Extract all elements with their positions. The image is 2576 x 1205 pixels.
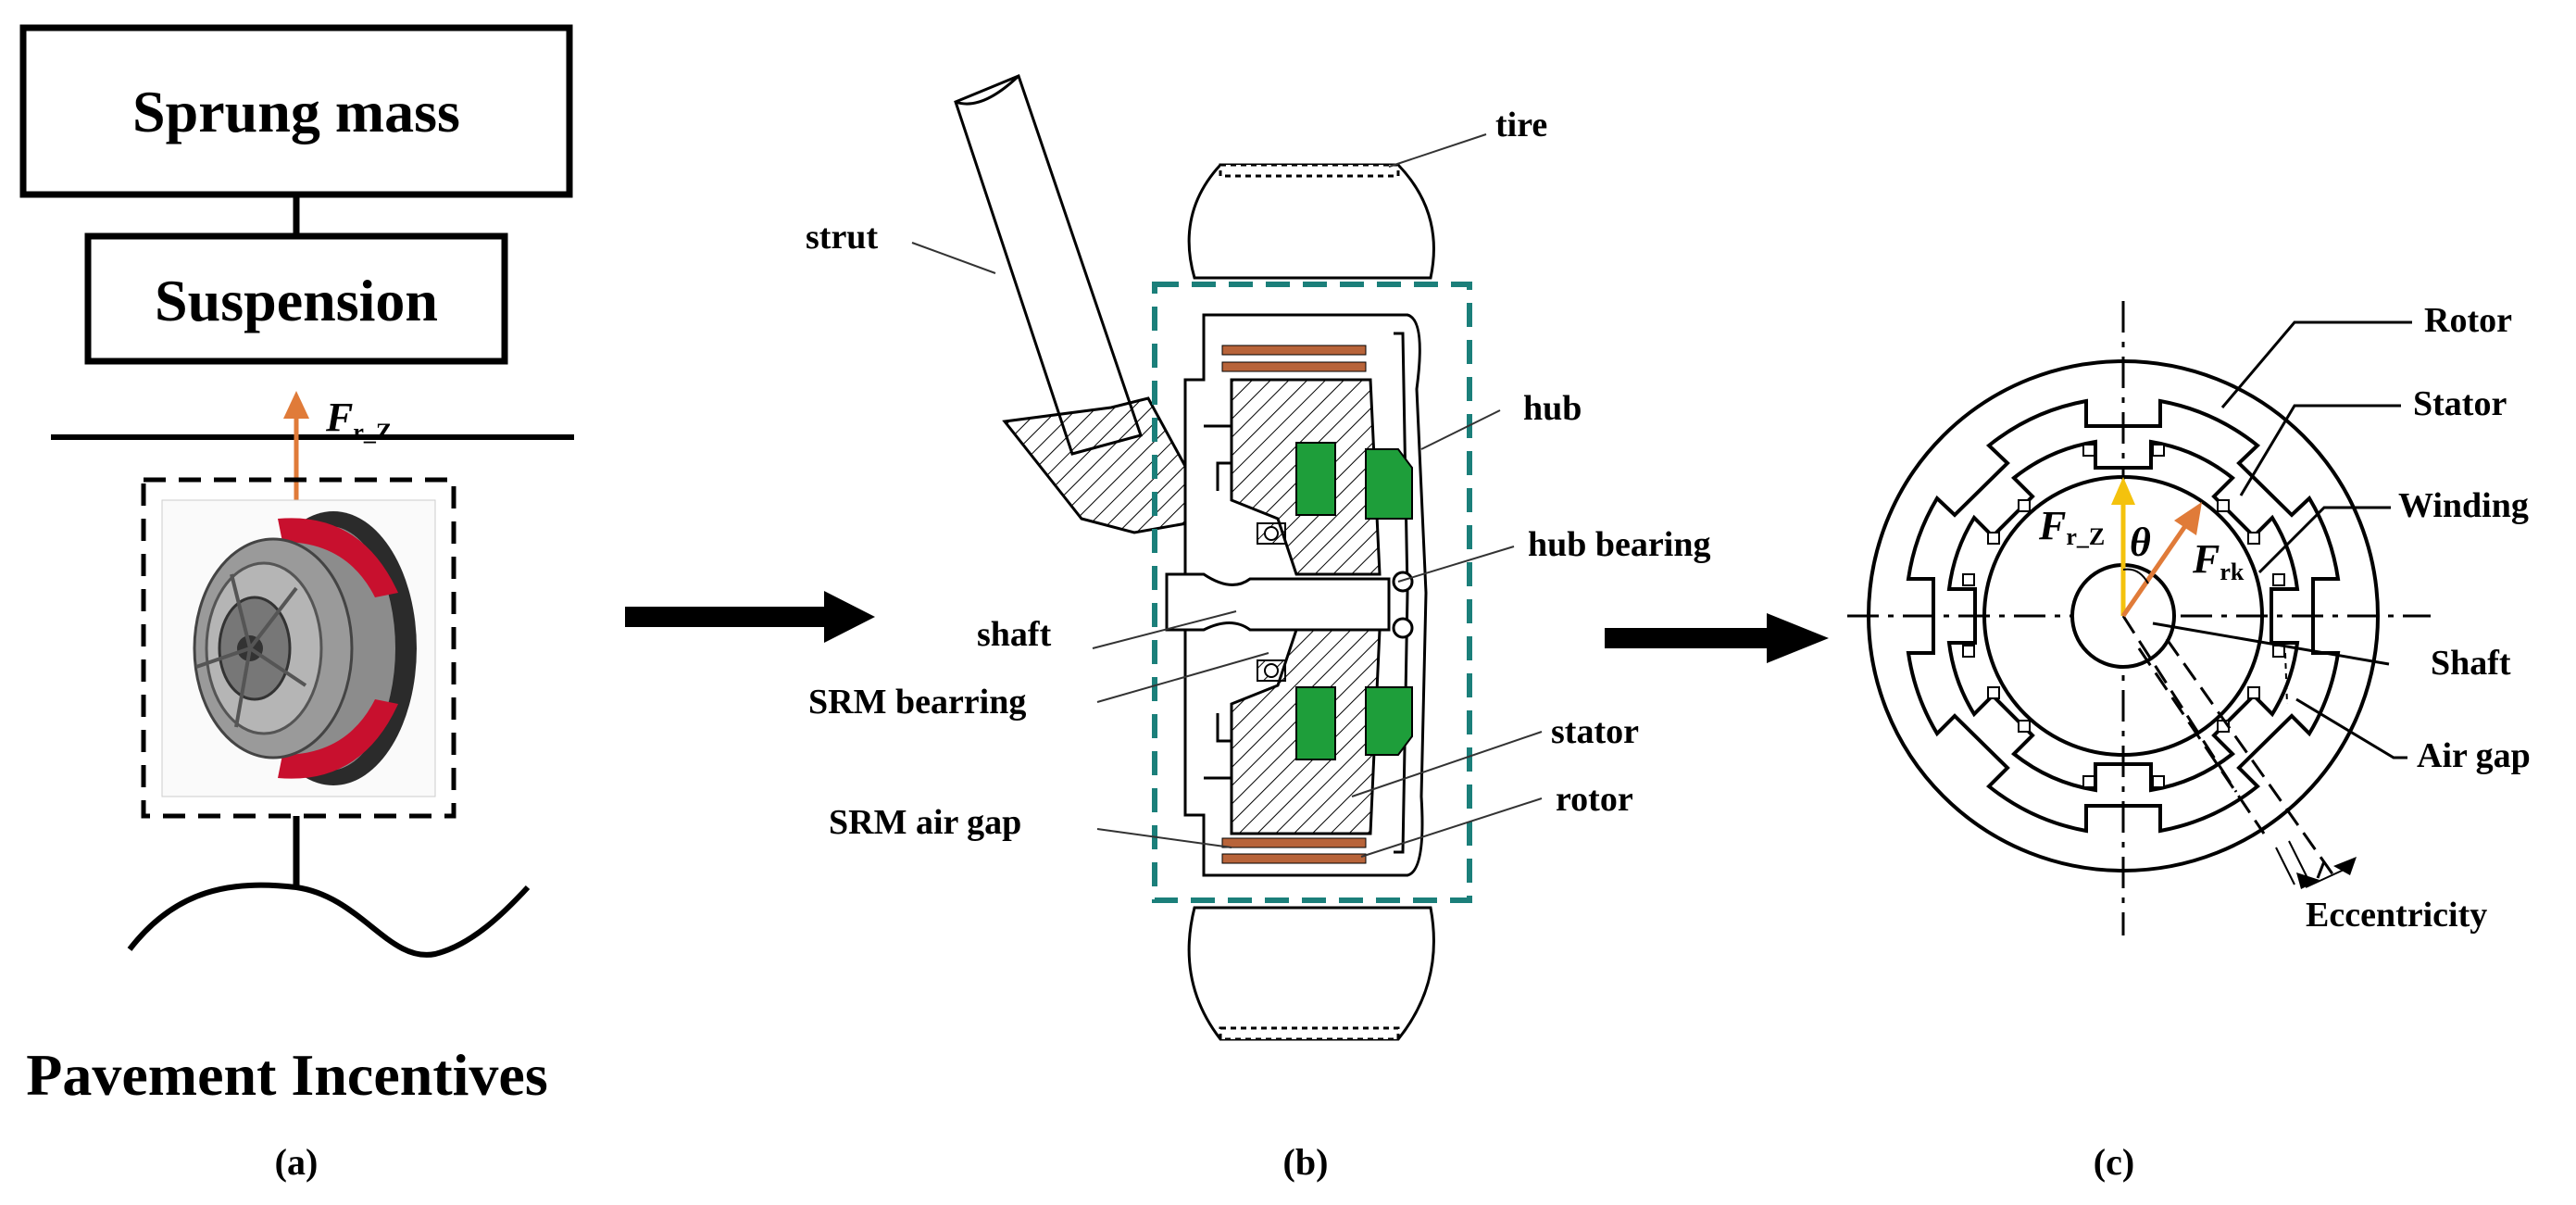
label-rotor-c: Rotor: [2424, 301, 2512, 340]
strut-knuckle: [1002, 396, 1216, 534]
caption-a: (a): [275, 1141, 319, 1183]
force-k-label: Frk: [2192, 536, 2245, 585]
ecc-arrow-right: [2333, 857, 2357, 875]
hub-bearing-bottom: [1392, 617, 1414, 639]
winding-bottom-right: [1365, 686, 1413, 756]
force-label-a: Fr_Z: [325, 395, 392, 446]
sprung-mass-box: [19, 24, 573, 198]
pavement-label: Pavement Incentives: [26, 1042, 547, 1108]
label-stator-c: Stator: [2413, 384, 2507, 423]
eccentric-line-2: [2137, 647, 2266, 835]
in-wheel-motor-image: [161, 499, 436, 797]
suspension-box: [84, 232, 508, 365]
stator-contour: [1946, 439, 2300, 793]
rotor-top-bar-2: [1221, 361, 1367, 372]
winding-marks: [1962, 444, 2285, 788]
hub-bearing-top: [1392, 571, 1414, 593]
label-srm-bearing: SRM bearring: [808, 683, 1026, 722]
rotor-bottom-bar: [1221, 837, 1367, 848]
label-tire: tire: [1495, 106, 1547, 144]
label-winding-c: Winding: [2398, 486, 2529, 525]
strut-cap: [955, 74, 1020, 106]
rotor-top-bar: [1221, 345, 1367, 356]
label-air-gap-c: Air gap: [2417, 736, 2531, 775]
label-srm-air-gap: SRM air gap: [829, 803, 1021, 842]
suspension-label: Suspension: [155, 268, 438, 333]
wheel-dashed-box: [141, 477, 456, 819]
ecc-arrow-left: [2296, 872, 2320, 889]
motor-dashed-box: [1152, 282, 1472, 903]
air-gap-dash: [2284, 652, 2288, 705]
panel-c: Fr_Z θ Frk Rotor Stator Winding Shaft Ai…: [1847, 301, 2531, 1183]
label-eccentricity-c: Eccentricity: [2306, 896, 2487, 935]
label-shaft-c: Shaft: [2431, 644, 2511, 683]
winding-top-right: [1365, 448, 1413, 520]
winding-bottom-left: [1295, 686, 1336, 760]
hub-inner-wall: [1394, 332, 1409, 854]
rotor-outer-circle: [1867, 359, 2380, 872]
sprung-mass-label: Sprung mass: [132, 79, 460, 144]
tire-tread-top: [1219, 163, 1400, 178]
force-k-arrow-head: [2174, 502, 2202, 535]
left-bracket-bottom: [1204, 713, 1233, 780]
label-hub-bearing: hub bearing: [1528, 525, 1710, 564]
force-z-arrow-head: [2111, 477, 2135, 505]
label-shaft: shaft: [977, 615, 1052, 654]
eccentric-line-1: [2121, 615, 2238, 793]
shaft-body: [1165, 572, 1391, 632]
panel-a: Sprung mass Suspension Fr_Z: [19, 24, 574, 1183]
force-arrow-head: [283, 391, 309, 419]
rotor-inner-poles: [1906, 398, 2341, 834]
left-bracket-top: [1204, 424, 1233, 491]
eccentric-line-3: [2165, 638, 2335, 876]
panel-b: tire strut hub hub bearing shaft SRM bea…: [806, 74, 1710, 1183]
force-z-label: Fr_Z: [2038, 503, 2105, 550]
rotor-bottom-bar-2: [1221, 853, 1367, 864]
winding-top-left: [1295, 442, 1336, 516]
arrow-a-to-b: [625, 591, 875, 643]
tire-top: [1187, 163, 1435, 280]
theta-label: θ: [2130, 520, 2151, 565]
tire-tread-bottom: [1219, 1026, 1400, 1041]
road-profile-curve: [127, 882, 531, 958]
label-hub: hub: [1523, 389, 1582, 428]
leader-lines-c: [2152, 320, 2412, 879]
label-strut: strut: [806, 218, 878, 257]
label-rotor: rotor: [1556, 780, 1633, 819]
leader-lines-b: [911, 133, 1543, 858]
force-k-arrow-shaft: [2120, 521, 2190, 618]
caption-b: (b): [1283, 1141, 1329, 1183]
caption-c: (c): [2094, 1141, 2134, 1183]
arrow-b-to-c: [1605, 613, 1829, 663]
label-stator: stator: [1551, 712, 1639, 751]
tire-bottom: [1187, 906, 1435, 1041]
strut-shape: [954, 74, 1143, 456]
theta-arc: [2122, 568, 2149, 584]
